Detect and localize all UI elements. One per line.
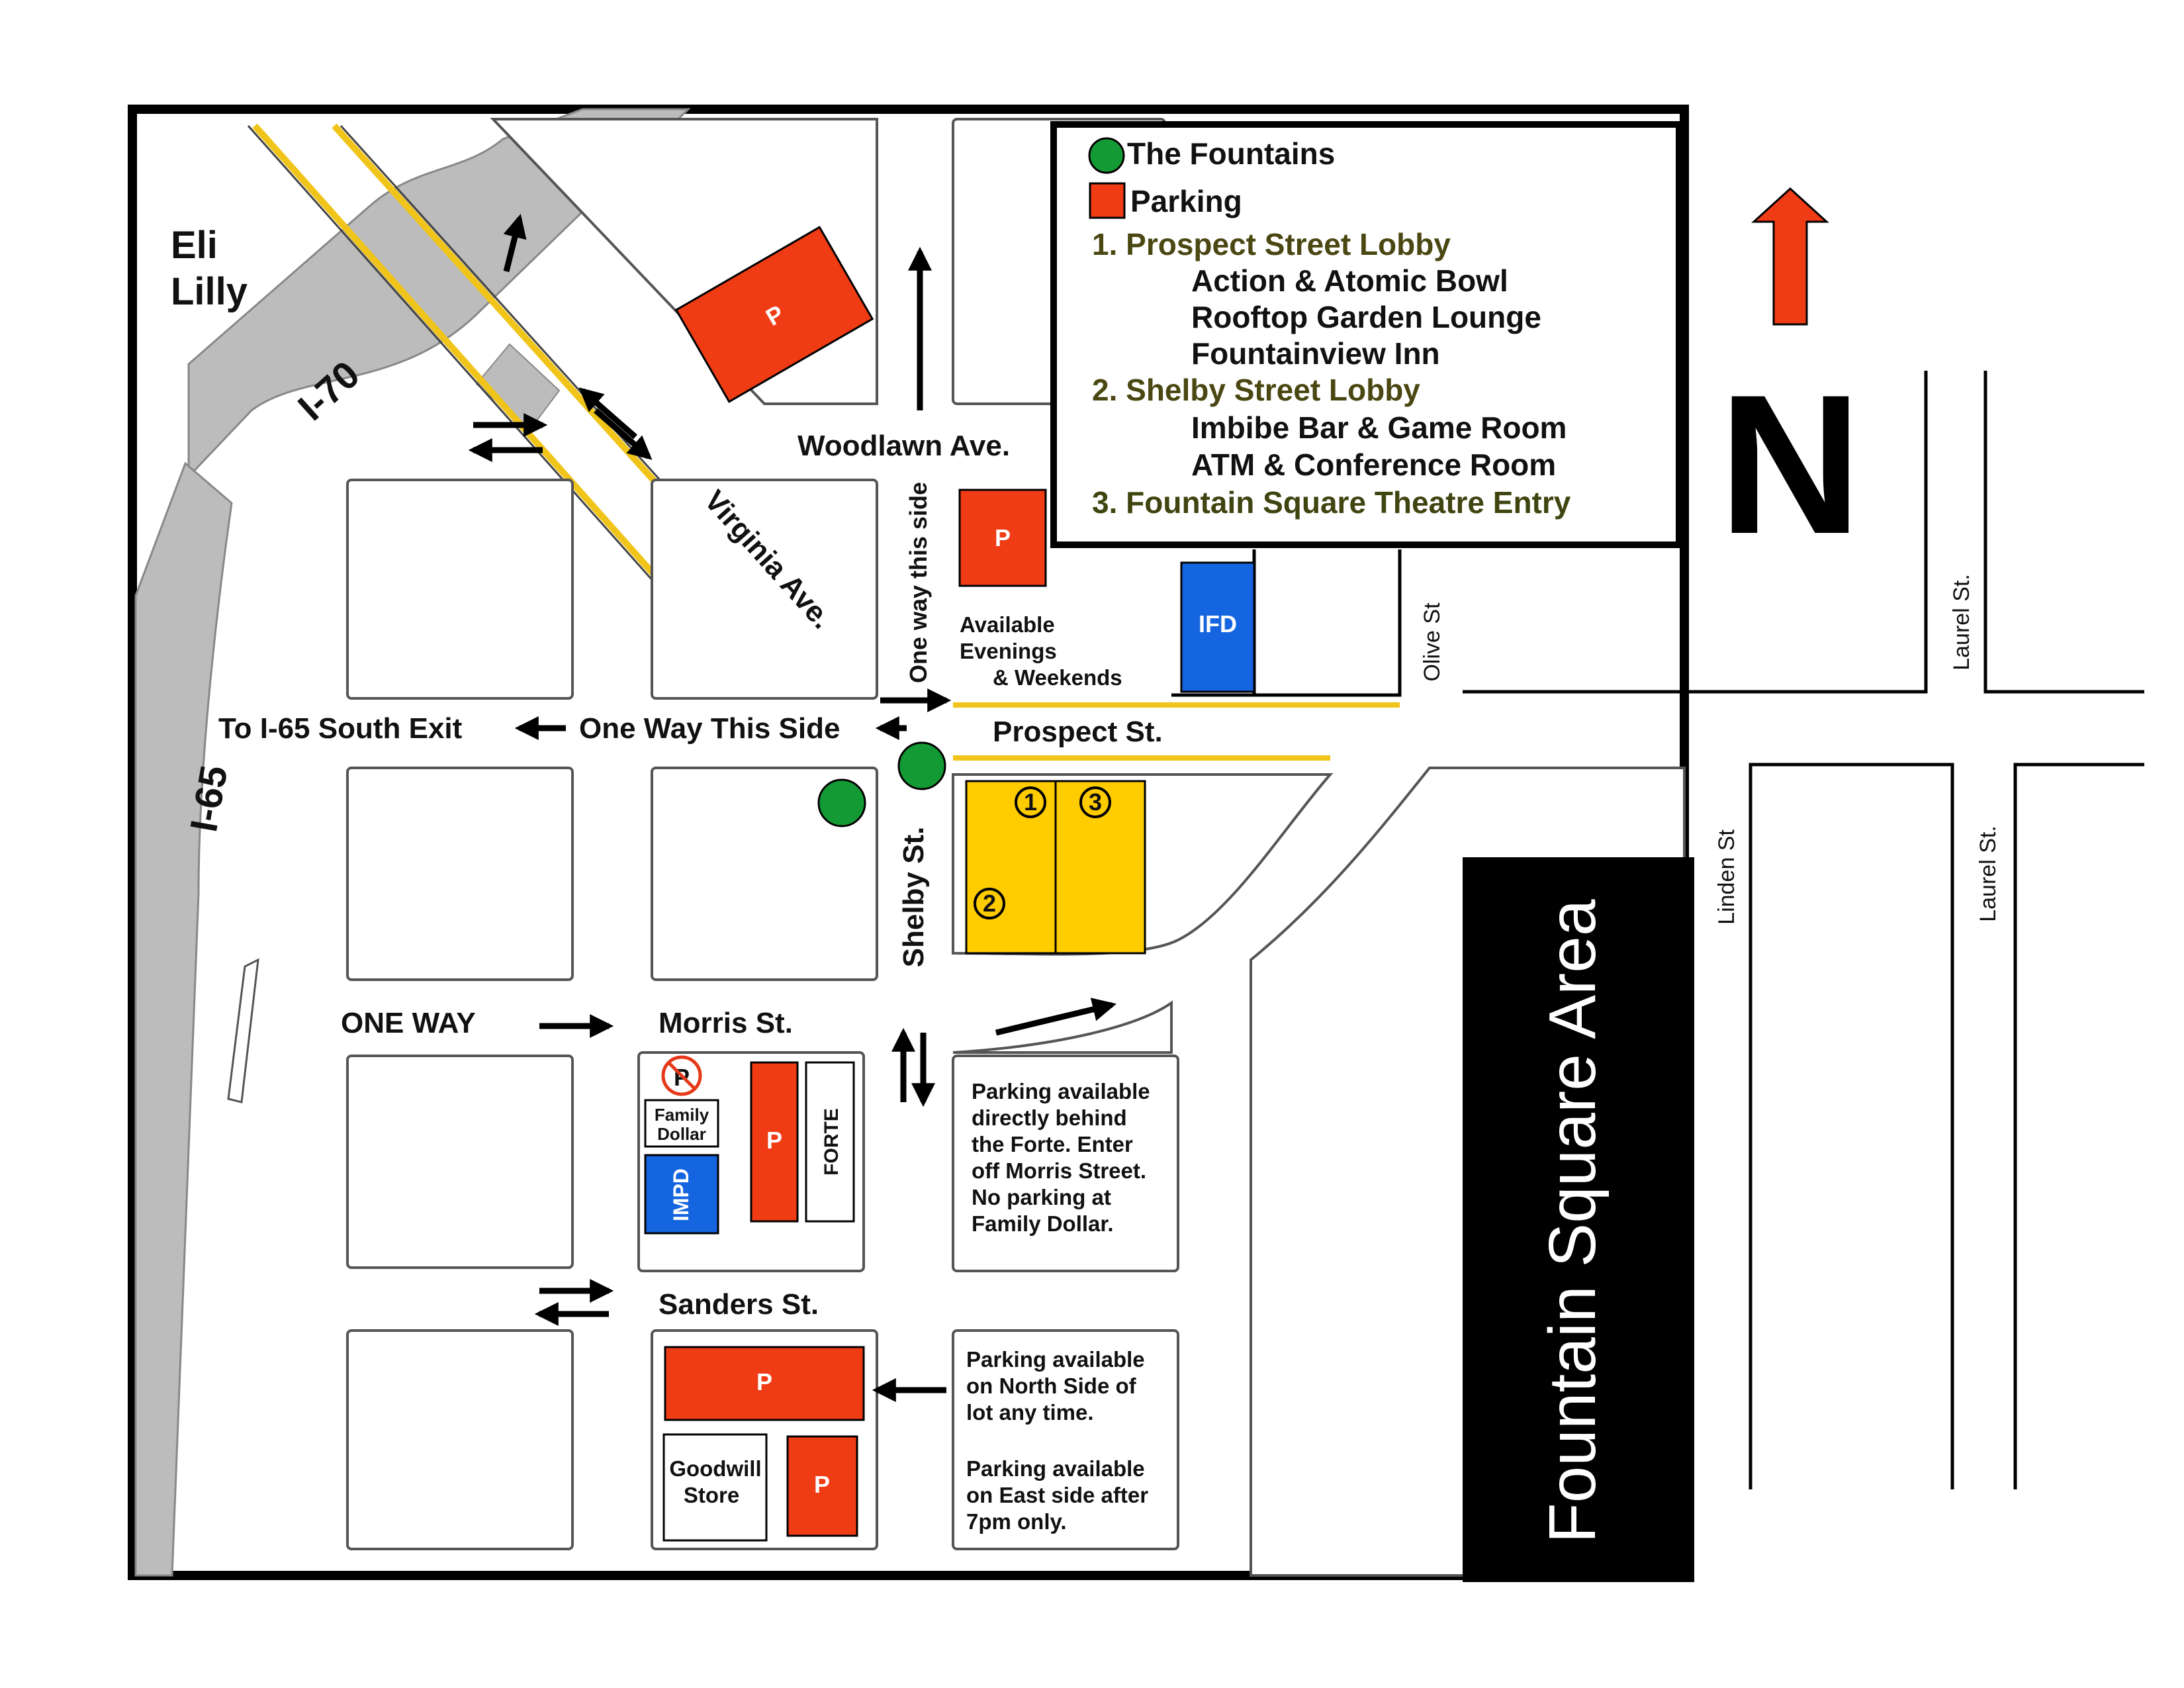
goodwill-building: [662, 1433, 768, 1542]
sanders-st-label: Sanders St.: [659, 1288, 819, 1321]
no-parking-icon: P: [661, 1055, 702, 1096]
building-marker-3: 3: [1079, 786, 1111, 818]
parking-lot-virginia: P: [674, 226, 874, 403]
morris-st-label: Morris St.: [659, 1007, 793, 1039]
olive-st-label: Olive St: [1420, 602, 1445, 682]
svg-text:3: 3: [1089, 788, 1102, 816]
svg-text:Parking available: Parking available: [966, 1347, 1145, 1372]
woodlawn-label: Woodlawn Ave.: [797, 430, 1010, 462]
ifd-building: [1180, 561, 1255, 693]
svg-text:Parking available: Parking available: [966, 1456, 1145, 1481]
legend-item-3-head: 3. Fountain Square Theatre Entry: [1092, 485, 1571, 520]
goodwill-parking-note: Parking available on North Side of lot a…: [966, 1347, 1148, 1534]
svg-text:on North Side of: on North Side of: [966, 1374, 1137, 1398]
direction-arrows: [468, 214, 1117, 1402]
family-dollar-label-2: Dollar: [657, 1124, 706, 1144]
one-way-this-side-vertical-label: One way this side: [905, 482, 932, 683]
highway-i65: [134, 461, 233, 1577]
highway-i70: [187, 108, 691, 479]
fountain-marker-east: [897, 741, 946, 790]
to-i65-label: To I-65 South Exit: [218, 712, 463, 745]
east-street-grid: [1171, 371, 2144, 1489]
legend-parking-icon: [1089, 182, 1126, 219]
svg-text:Family Dollar.: Family Dollar.: [972, 1211, 1114, 1236]
laurel-st-upper-label: Laurel St.: [1949, 574, 1974, 671]
parking-lot-sanders-north: [664, 1346, 865, 1421]
eli-lilly-label-1: Eli: [171, 224, 218, 267]
available-note: Available Evenings & Weekends: [960, 612, 1122, 690]
svg-text:Parking available: Parking available: [972, 1079, 1150, 1103]
parking-lot-morris: [750, 1061, 799, 1223]
building-marker-1: 1: [1015, 786, 1046, 818]
parking-label: P: [814, 1471, 830, 1498]
svg-text:2: 2: [983, 890, 996, 917]
ifd-label: IFD: [1199, 610, 1237, 637]
forte-label: FORTE: [821, 1108, 842, 1176]
north-label: N: [1719, 353, 1862, 575]
legend-parking-label: Parking: [1130, 184, 1242, 218]
fountain-marker-west: [817, 778, 866, 827]
building-marker-2: 2: [974, 888, 1005, 919]
forte-parking-note: Parking available directly behind the Fo…: [972, 1079, 1150, 1236]
impd-building: [644, 1154, 719, 1235]
forte-building: [805, 1061, 855, 1223]
parking-lot-woodlawn: [958, 489, 1047, 587]
legend-item-1-head: 1. Prospect Street Lobby: [1092, 227, 1451, 261]
family-dollar-label-1: Family: [655, 1105, 709, 1125]
eli-lilly-label-2: Lilly: [171, 270, 248, 313]
svg-text:off Morris Street.: off Morris Street.: [972, 1158, 1146, 1183]
svg-text:directly behind: directly behind: [972, 1105, 1127, 1130]
legend-fountain-icon: [1088, 137, 1125, 174]
legend-fountains-label: The Fountains: [1127, 136, 1335, 171]
parking-lot-sanders-east: [786, 1435, 858, 1537]
arrow-virginia-2: [578, 387, 637, 440]
north-arrow-icon: [1751, 187, 1829, 326]
svg-text:No parking at: No parking at: [972, 1185, 1111, 1209]
svg-text:on East side after: on East side after: [966, 1483, 1148, 1507]
prospect-st-label: Prospect St.: [993, 716, 1163, 748]
legend-item-1-sub-2: Rooftop Garden Lounge: [1191, 300, 1541, 334]
linden-st-label: Linden St: [1714, 829, 1739, 925]
parking-lots: P P P P P: [664, 226, 1047, 1537]
arrow-morris-diag: [995, 998, 1117, 1036]
legend-item-1-sub-3: Fountainview Inn: [1191, 336, 1440, 371]
legend-item-2-sub-1: Imbibe Bar & Game Room: [1191, 410, 1567, 445]
family-dollar-building: [644, 1099, 719, 1148]
arrow-i70-ramp: [503, 214, 527, 273]
goodwill-label-2: Store: [684, 1483, 739, 1507]
impd-label: IMPD: [669, 1168, 693, 1221]
svg-text:lot any time.: lot any time.: [966, 1400, 1094, 1425]
legend-item-2-head: 2. Shelby Street Lobby: [1092, 373, 1420, 407]
parking-label: P: [995, 524, 1011, 551]
arrow-virginia-1: [594, 408, 653, 460]
svg-text:Evenings: Evenings: [960, 639, 1057, 663]
laurel-st-lower-label: Laurel St.: [1976, 825, 2001, 922]
parking-label: P: [756, 1368, 772, 1395]
svg-text:7pm only.: 7pm only.: [966, 1509, 1067, 1534]
legend-item-2-sub-2: ATM & Conference Room: [1191, 447, 1556, 482]
svg-text:& Weekends: & Weekends: [993, 665, 1122, 690]
goodwill-label-1: Goodwill: [669, 1456, 761, 1481]
fountain-square-banner: [1463, 857, 1694, 1582]
svg-text:1: 1: [1024, 788, 1037, 816]
legend: The Fountains Parking 1. Prospect Street…: [1050, 121, 1682, 548]
svg-text:Available: Available: [960, 612, 1055, 637]
one-way-this-side-label: One Way This Side: [579, 712, 840, 745]
highway-ramp-left: [227, 958, 259, 1103]
legend-item-1-sub-1: Action & Atomic Bowl: [1191, 263, 1508, 298]
one-way-label: ONE WAY: [341, 1007, 476, 1039]
fountain-square-banner-label: Fountain Square Area: [1535, 899, 1610, 1543]
svg-text:the Forte. Enter: the Forte. Enter: [972, 1132, 1133, 1156]
shelby-st-label: Shelby St.: [897, 827, 930, 968]
parking-label: P: [766, 1127, 782, 1154]
